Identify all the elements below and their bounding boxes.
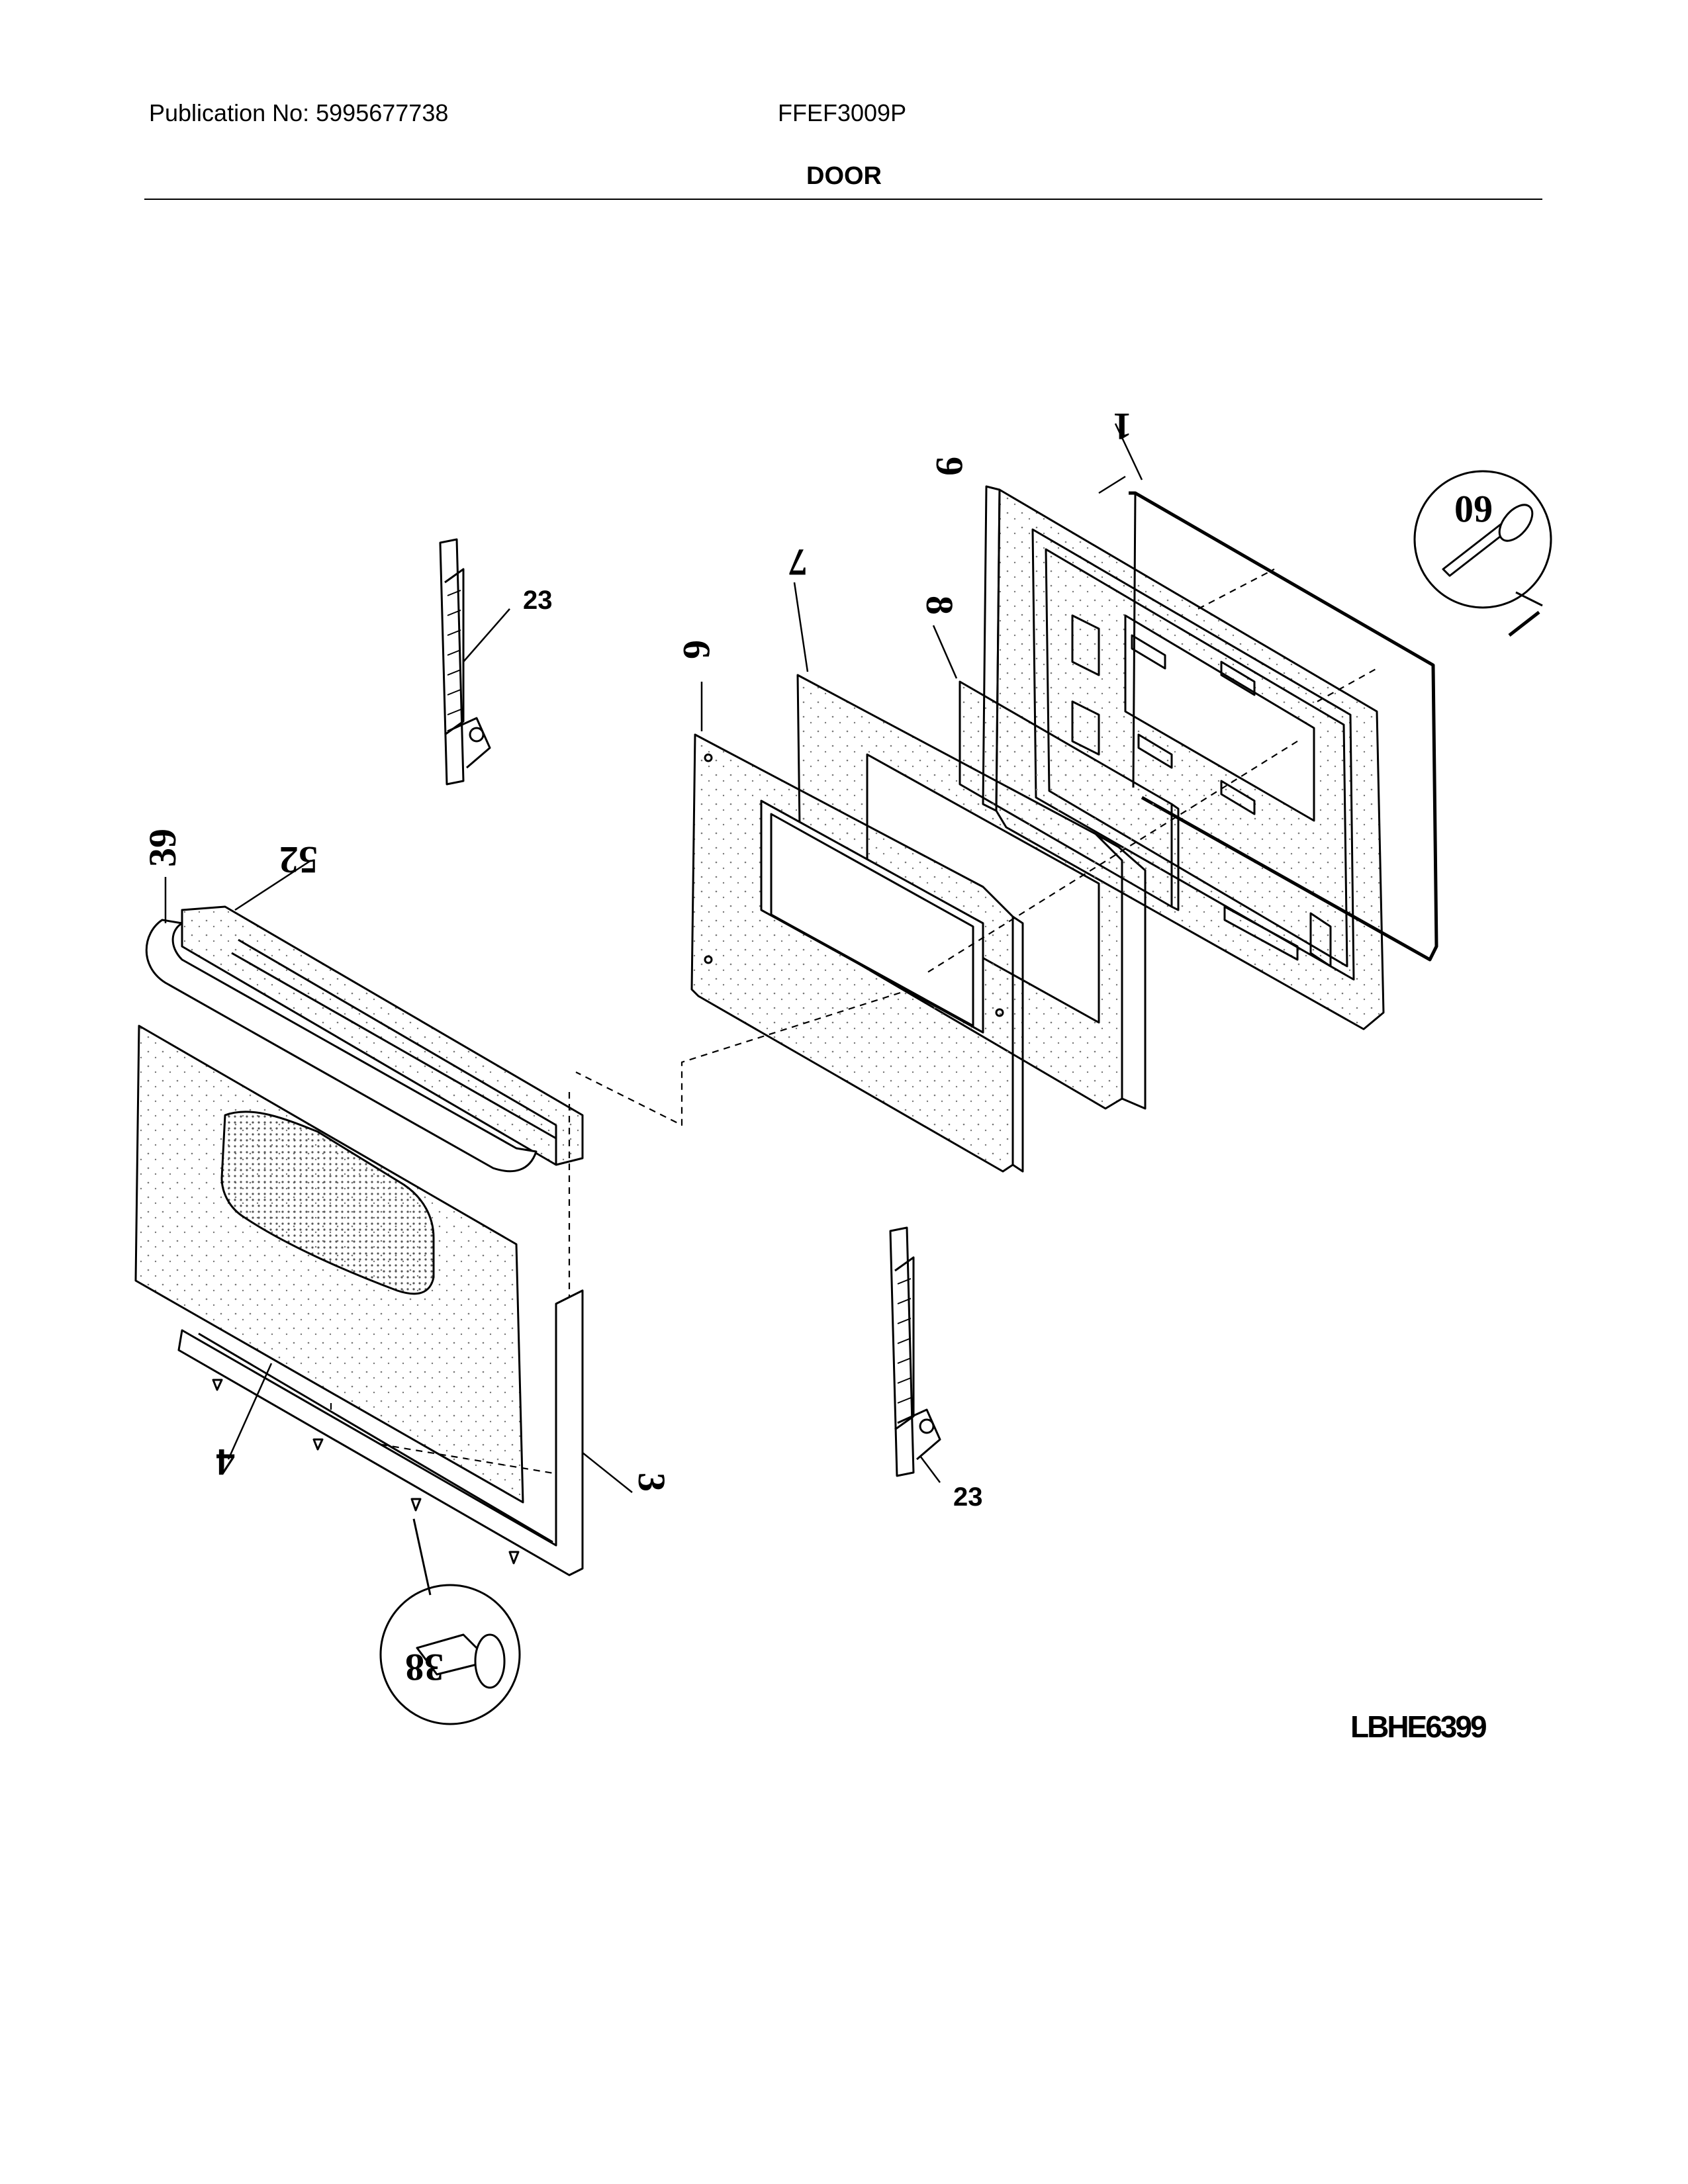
detail-circle-screw xyxy=(379,1518,521,1725)
model-number: FFEF3009P xyxy=(778,99,907,126)
part-door-top-trim xyxy=(181,905,584,1166)
part-door-frame xyxy=(177,1289,584,1576)
part-inner-door-panel xyxy=(690,733,1024,1173)
part-door-gasket xyxy=(1129,491,1438,962)
callout-60: 60 xyxy=(1454,488,1493,531)
callout-23-upper: 23 xyxy=(523,586,553,615)
callout-3: 3 xyxy=(630,1473,673,1492)
frame-screws xyxy=(212,1379,520,1565)
callout-23-lower: 23 xyxy=(953,1482,983,1512)
part-outer-door-panel xyxy=(134,1024,524,1504)
section-title: DOOR xyxy=(806,162,882,190)
detail-circle-bolt xyxy=(1413,470,1552,637)
callout-7: 7 xyxy=(788,541,808,584)
callout-9: 9 xyxy=(928,457,971,476)
hinge-lower xyxy=(889,1226,941,1477)
callout-8: 8 xyxy=(918,596,961,615)
callout-4: 4 xyxy=(216,1441,235,1484)
hinge-upper xyxy=(439,538,491,786)
callout-labels: 1 9 7 8 6 23 39 52 4 3 23 60 38 xyxy=(141,405,1493,1689)
callout-39: 39 xyxy=(141,829,184,867)
callout-38: 38 xyxy=(405,1646,444,1689)
callout-1: 1 xyxy=(1113,405,1132,448)
figure-code: LBHE6399 xyxy=(1350,1709,1486,1744)
callout-6: 6 xyxy=(675,640,718,659)
callout-52: 52 xyxy=(279,839,318,882)
publication-number: Publication No: 5995677738 xyxy=(149,99,449,126)
part-door-handle xyxy=(145,919,538,1173)
header-rule xyxy=(144,199,1542,200)
